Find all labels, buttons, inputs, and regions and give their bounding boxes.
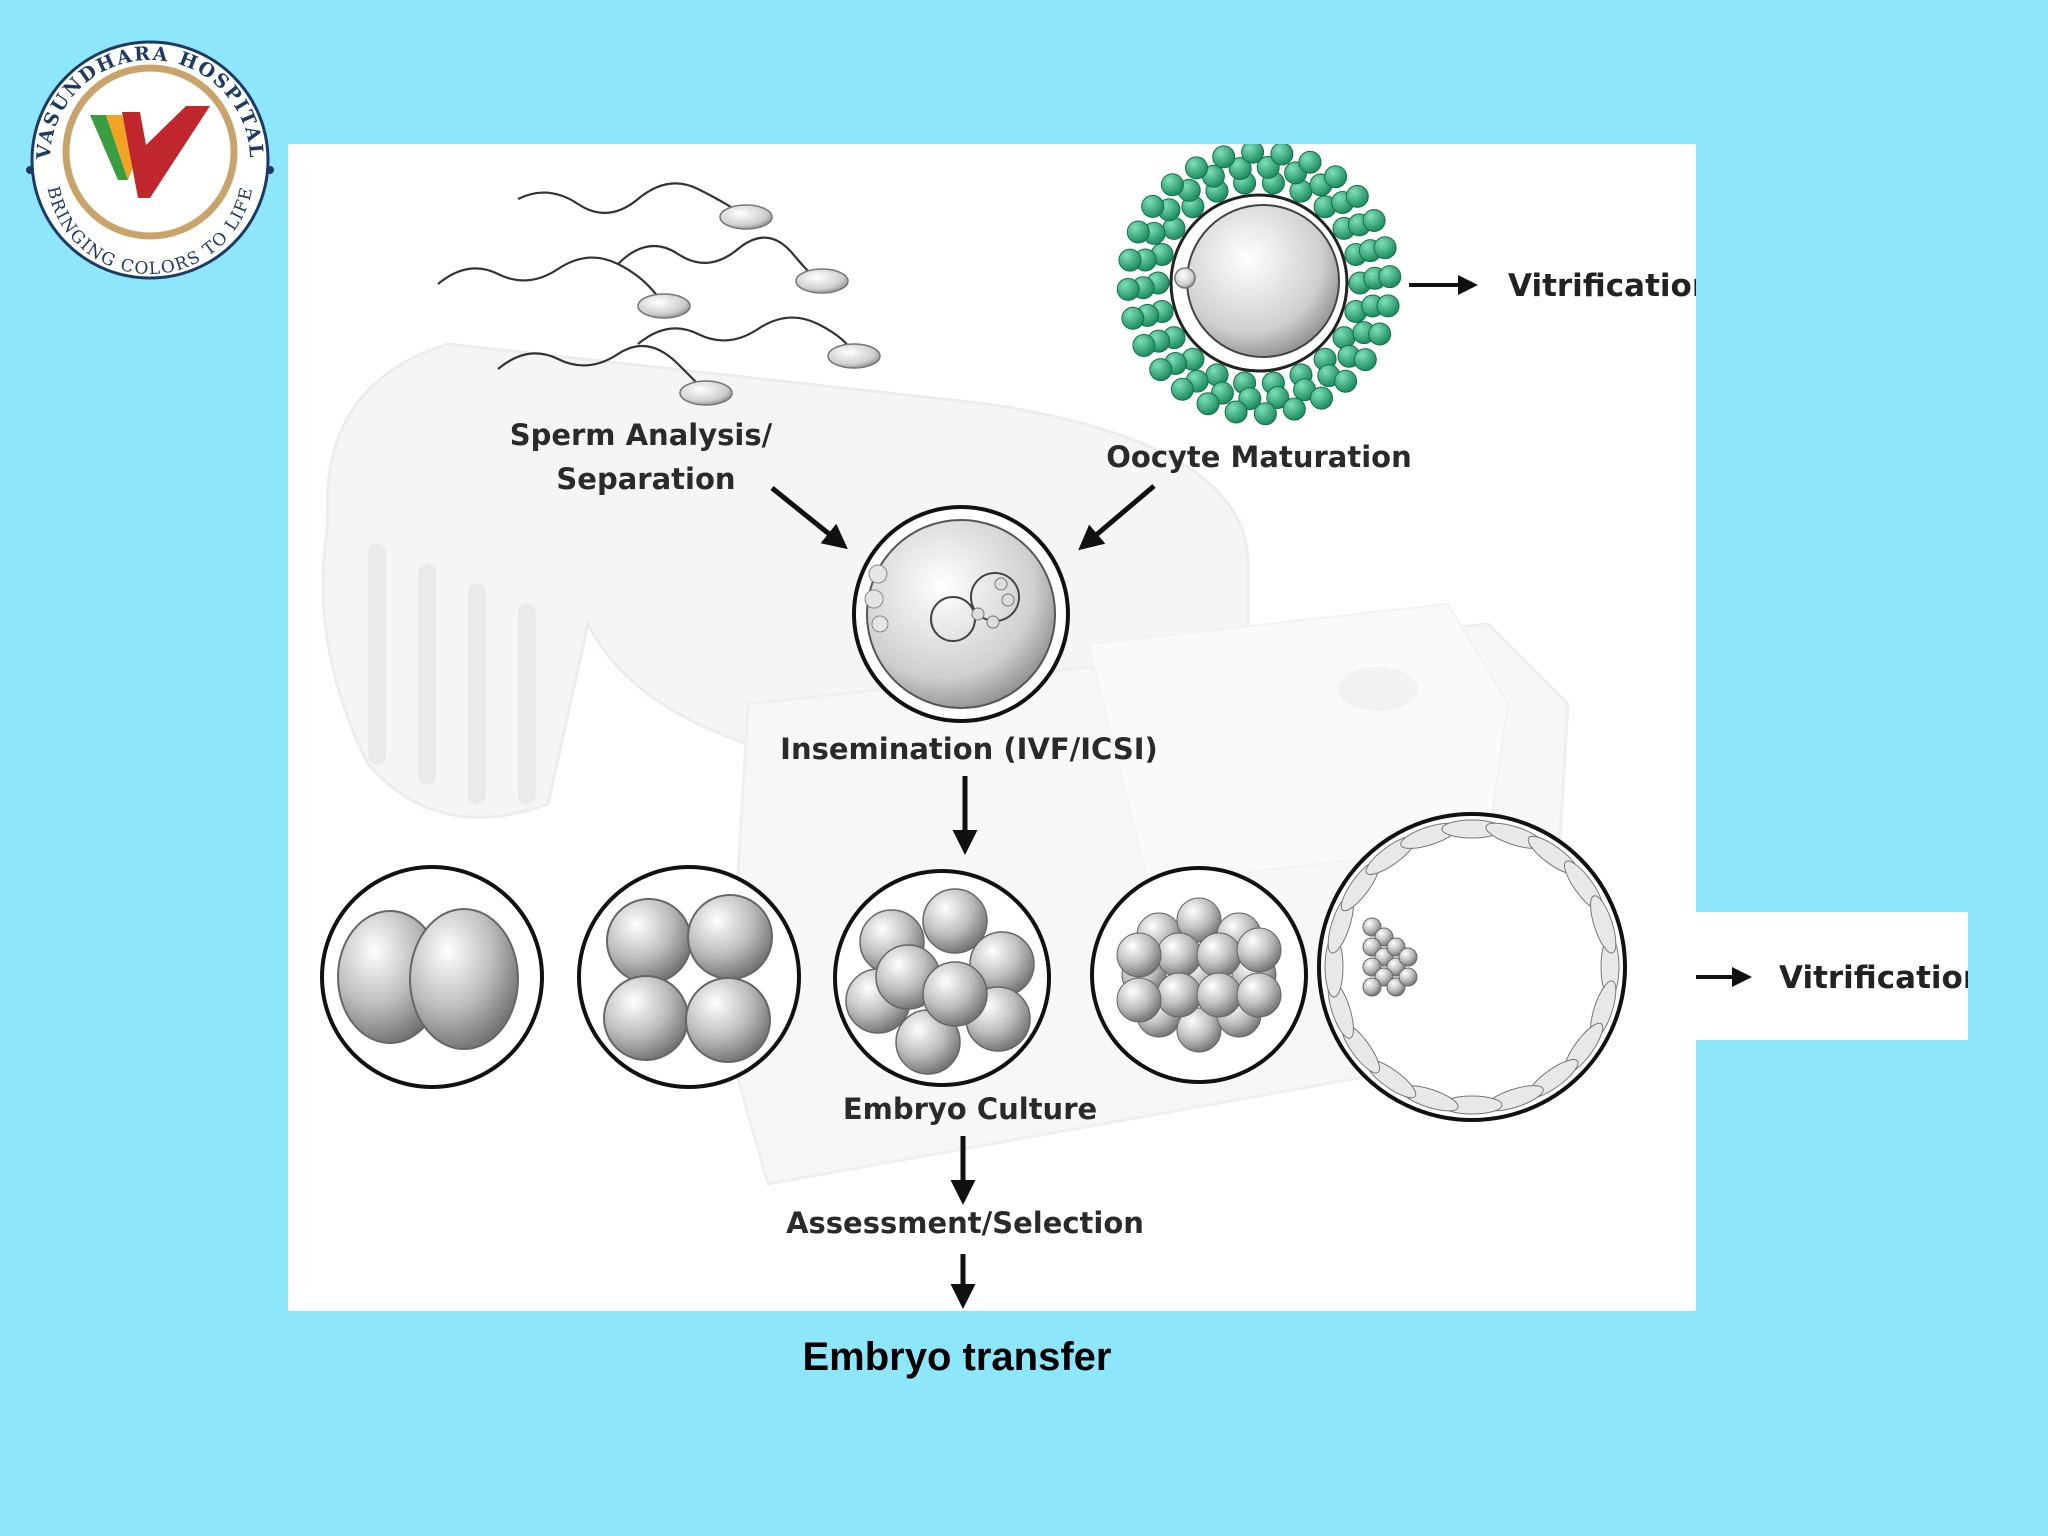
label-vitrification-1: Vitrification bbox=[1508, 268, 1696, 304]
sperm-heads bbox=[637, 204, 881, 406]
zygote bbox=[852, 505, 1070, 723]
icm-cell bbox=[1362, 977, 1382, 997]
cumulus-cell bbox=[1362, 209, 1386, 232]
cumulus-cell bbox=[1353, 348, 1377, 372]
label-insemination: Insemination (IVF/ICSI) bbox=[780, 732, 1158, 766]
cumulus-cell bbox=[1376, 294, 1400, 318]
ivf-process-diagram: Vitrification Sperm Analysis/ Separation… bbox=[288, 144, 1696, 1311]
cumulus-cells bbox=[1116, 144, 1402, 426]
cumulus-cell bbox=[1282, 397, 1306, 421]
morula-cell bbox=[1176, 897, 1222, 943]
morula-cell bbox=[1156, 972, 1202, 1018]
embryo-2-cell bbox=[320, 865, 544, 1089]
label-assessment-selection: Assessment/Selection bbox=[786, 1206, 1144, 1240]
embryo-4-cell bbox=[577, 865, 801, 1089]
cumulus-cell bbox=[1224, 400, 1248, 424]
cumulus-cell bbox=[1324, 165, 1348, 189]
icm-cell bbox=[1398, 967, 1418, 987]
embryo-8-cell bbox=[833, 869, 1051, 1087]
logo-v-mark bbox=[90, 106, 210, 198]
sperm-cells bbox=[437, 182, 856, 395]
cumulus-cell bbox=[1241, 144, 1265, 164]
cumulus-cell bbox=[1253, 402, 1277, 426]
vitrification-2-box: Vitrification bbox=[1680, 912, 1985, 1040]
cumulus-cell bbox=[1149, 358, 1173, 382]
label-oocyte-maturation: Oocyte Maturation bbox=[1106, 440, 1411, 474]
cumulus-cell bbox=[1170, 377, 1194, 401]
label-sperm-analysis: Sperm Analysis/ Separation bbox=[510, 418, 783, 496]
cumulus-cell bbox=[1378, 265, 1402, 289]
embryo-morula bbox=[1090, 866, 1308, 1084]
cumulus-cell bbox=[1368, 322, 1392, 346]
cumulus-cell bbox=[1345, 184, 1369, 208]
cumulus-cell bbox=[1121, 306, 1145, 330]
morula-cell bbox=[1156, 932, 1202, 978]
morula-cell bbox=[1196, 972, 1242, 1018]
label-vitrification-2: Vitrification bbox=[1779, 960, 1968, 996]
morula-cell bbox=[1196, 932, 1242, 978]
trophectoderm-cell bbox=[1590, 895, 1617, 954]
cumulus-cell bbox=[1270, 144, 1294, 166]
cumulus-cell bbox=[1118, 248, 1142, 272]
arrow-sperm-to-zygote bbox=[770, 486, 848, 550]
cumulus-cell bbox=[1228, 157, 1252, 180]
inner-cell-mass bbox=[1362, 917, 1418, 997]
icm-cell bbox=[1398, 947, 1418, 967]
trophectoderm-cells bbox=[1324, 819, 1620, 1115]
embryo-blastocyst bbox=[1317, 812, 1627, 1122]
cumulus-cell bbox=[1116, 277, 1140, 301]
oocyte-cumulus bbox=[1116, 144, 1402, 426]
cumulus-cell bbox=[1132, 334, 1156, 357]
cumulus-cell bbox=[1141, 194, 1165, 218]
label-embryo-transfer: Embryo transfer bbox=[802, 1335, 1112, 1379]
arrow-oocyte-to-zygote bbox=[1078, 484, 1156, 551]
morula-cell bbox=[1236, 972, 1282, 1018]
morula-cell bbox=[1116, 977, 1162, 1023]
label-embryo-culture: Embryo Culture bbox=[843, 1092, 1097, 1126]
cumulus-cell bbox=[1298, 150, 1322, 174]
cumulus-cell bbox=[1310, 386, 1333, 410]
morula-cell bbox=[1236, 927, 1282, 973]
cumulus-cell bbox=[1266, 386, 1290, 409]
cumulus-cell bbox=[1196, 392, 1220, 416]
morula-cell bbox=[1116, 932, 1162, 978]
cumulus-cell bbox=[1126, 220, 1150, 244]
morula-cells bbox=[1116, 897, 1282, 1053]
morula-cell bbox=[1176, 1007, 1222, 1053]
cumulus-cell bbox=[1212, 145, 1236, 169]
hospital-logo: VASUNDHARA HOSPITAL BRINGING COLORS TO L… bbox=[26, 40, 274, 280]
cumulus-cell bbox=[1334, 369, 1358, 393]
cumulus-cell bbox=[1160, 173, 1184, 197]
cumulus-cell bbox=[1373, 236, 1397, 260]
cumulus-cell bbox=[1185, 156, 1208, 180]
